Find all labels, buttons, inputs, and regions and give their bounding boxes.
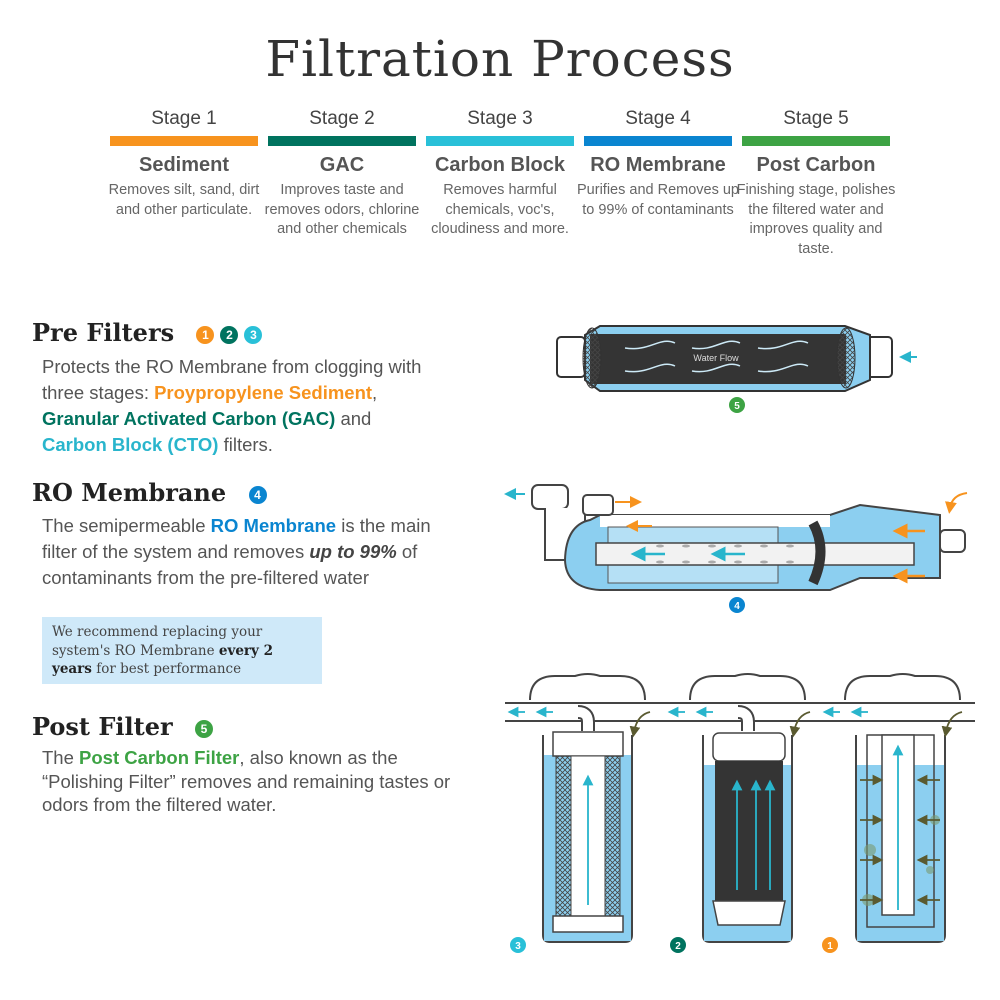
stage-desc: Removes harmful chemicals, voc's, cloudi… (431, 182, 569, 237)
stage-label: Stage 5 (783, 108, 849, 129)
stage-bar (110, 136, 258, 146)
text: for best performance (91, 661, 242, 677)
heading-text: RO Membrane (32, 478, 227, 507)
post-filter-text: The Post Carbon Filter, also known as th… (42, 746, 457, 817)
stage-name: Carbon Block (434, 154, 566, 176)
ro-membrane-heading: RO Membrane 4 (32, 478, 273, 507)
highlight-gac: Granular Activated Carbon (GAC) (42, 408, 336, 429)
stage-label: Stage 4 (625, 108, 691, 129)
ro-membrane-text: The semipermeable RO Membrane is the mai… (42, 513, 442, 591)
recommendation-callout: We recommend replacing your system's RO … (42, 617, 322, 684)
stage-name: Sediment (138, 154, 230, 176)
stage-desc: Finishing stage, polishes the filtered w… (736, 182, 896, 257)
housing-sediment (844, 673, 961, 943)
callout-bold: every 2 years (52, 642, 273, 678)
highlight-99-percent: up to 99% (309, 541, 397, 562)
text: Protects the RO Membrane from clogging w… (42, 356, 422, 403)
post-carbon-filter-diagram: Water Flow 5 (556, 325, 917, 413)
housing-gac (689, 673, 806, 943)
stage-name: RO Membrane (590, 154, 726, 176)
stage-bar (742, 136, 890, 146)
pre-filters-text: Protects the RO Membrane from clogging w… (42, 354, 442, 458)
badge-stage-3: 3 (244, 325, 263, 344)
highlight-carbon-block: Carbon Block (CTO) (42, 434, 219, 455)
stage-desc: Removes silt, sand, dirt and other parti… (108, 182, 260, 218)
badge-stage-5: 5 (195, 719, 213, 738)
badge-1-label: 1 (827, 941, 833, 952)
text: filters. (218, 434, 273, 455)
water-flow-label: Water Flow (693, 353, 739, 363)
stage-2: Stage 2 GAC Improves taste and removes o… (265, 108, 420, 240)
text: , also known as the “Polishing Filter” r… (42, 747, 451, 815)
stage-bar (584, 136, 732, 146)
ro-membrane-diagram: 4 (504, 484, 968, 613)
badge-4-circle (729, 597, 745, 613)
stage-5: Stage 5 Post Carbon Finishing stage, pol… (737, 108, 896, 259)
stage-name: GAC (319, 154, 365, 176)
stage-desc: Improves taste and removes odors, chlori… (264, 182, 420, 237)
badge-5-circle (729, 397, 745, 413)
page-title: Filtration Process (265, 30, 735, 88)
badge-stage-1: 1 (196, 325, 215, 344)
stage-bar (426, 136, 574, 146)
badge-3-circle (510, 937, 526, 953)
flow-arrows (507, 706, 904, 910)
stage-3: Stage 3 Carbon Block Removes harmful che… (426, 108, 574, 240)
pre-filter-housings-diagram: 3 2 1 (505, 673, 975, 953)
badge-4-label: 4 (734, 601, 740, 612)
stage-label: Stage 1 (151, 108, 217, 129)
highlight-post-carbon: Post Carbon Filter (79, 747, 240, 768)
badge-2-circle (670, 937, 686, 953)
badge-stage-4: 4 (248, 485, 267, 504)
text: and (335, 408, 372, 429)
badge-5-label: 5 (734, 401, 740, 412)
text: of contaminants from the pre-filtered wa… (42, 541, 418, 588)
text: is the main filter of the system and rem… (42, 515, 431, 562)
stage-desc: Purifies and Removes up to 99% of contam… (577, 182, 739, 218)
post-filter-heading: Post Filter 5 (32, 712, 219, 741)
badge-2-label: 2 (675, 941, 681, 952)
text: We recommend replacing your system's RO … (52, 624, 263, 659)
heading-text: Post Filter (32, 712, 173, 741)
stage-name: Post Carbon (756, 154, 876, 176)
stage-bar (268, 136, 416, 146)
stage-4: Stage 4 RO Membrane Purifies and Removes… (577, 108, 739, 220)
heading-text: Pre Filters (32, 318, 175, 347)
highlight-sediment: Proypropylene Sediment (154, 382, 373, 403)
stage-label: Stage 3 (467, 108, 533, 129)
badge-3-label: 3 (515, 941, 521, 952)
stage-1: Stage 1 Sediment Removes silt, sand, dir… (109, 108, 260, 220)
text: , (372, 382, 378, 403)
text: The (42, 747, 80, 768)
stage-label: Stage 2 (309, 108, 375, 129)
badge-1-circle (822, 937, 838, 953)
text: The semipermeable (42, 515, 211, 536)
highlight-ro-membrane: RO Membrane (210, 515, 337, 536)
water-flow-arrows (624, 340, 809, 373)
badge-stage-2: 2 (220, 325, 239, 344)
